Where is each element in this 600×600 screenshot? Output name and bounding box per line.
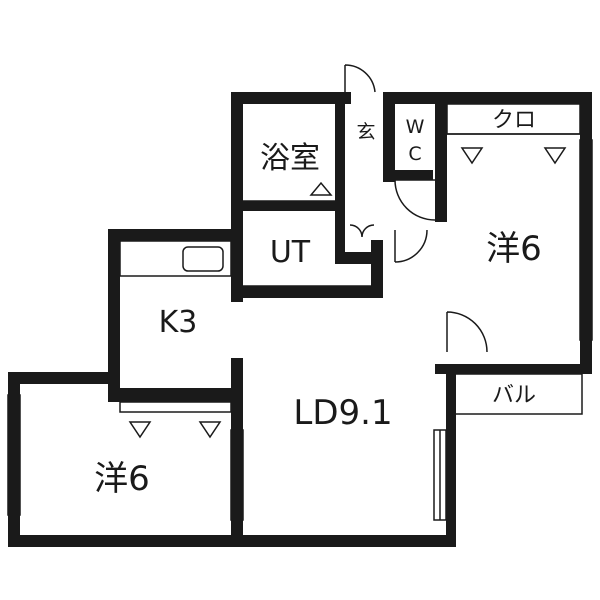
room-bath: 浴室 [260,141,320,176]
doors [344,64,488,353]
room-western-right: 洋6 [486,229,542,269]
triangle-markers [128,147,567,439]
room-closet: クロ [492,108,536,133]
room-balcony: バル [492,383,536,408]
room-kitchen: K3 [159,305,198,340]
room-ut: UT [270,235,311,270]
walls [8,92,592,547]
room-wc-w: W [406,116,425,138]
room-western-left: 洋6 [94,459,150,499]
room-wc-c: C [408,143,421,165]
fixtures [7,103,593,521]
room-entrance: 玄 [356,121,375,143]
room-ld: LD9.1 [293,393,392,433]
